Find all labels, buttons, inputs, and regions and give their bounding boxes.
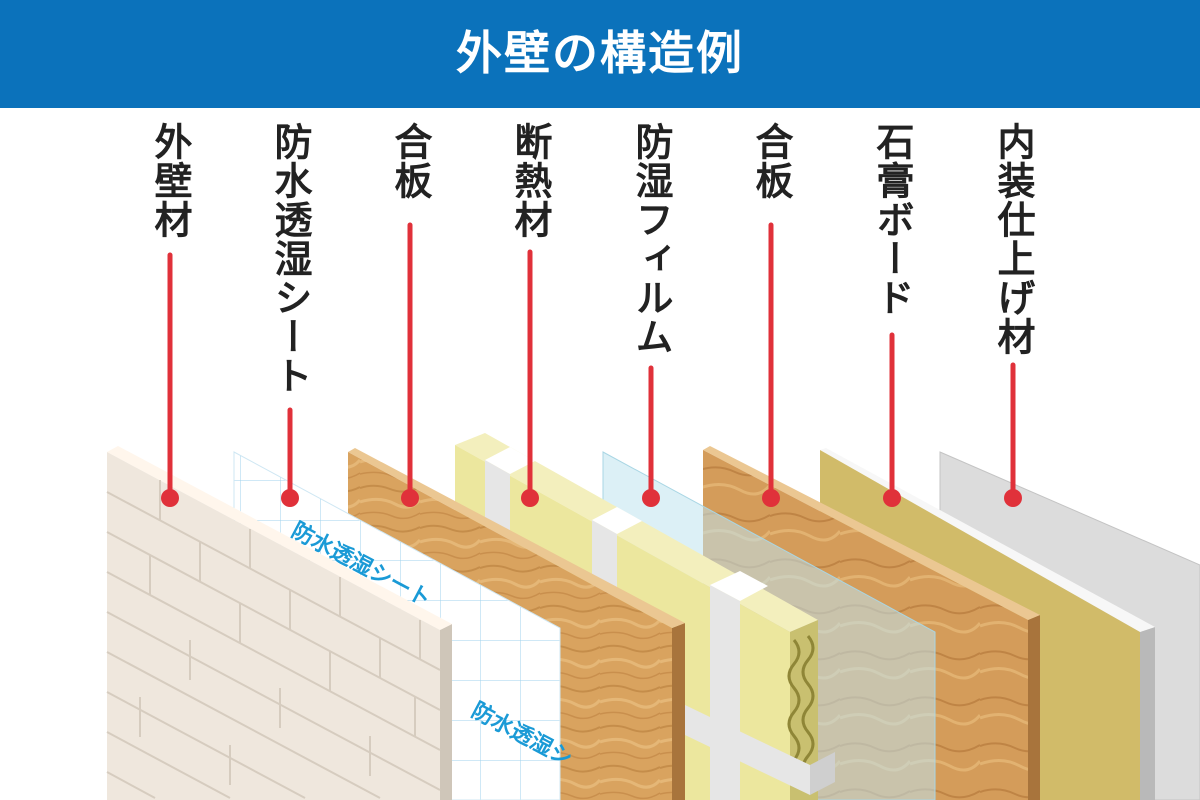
label-plywood-inner: 合板 [749,122,793,200]
title-bar: 外壁の構造例 [0,0,1200,108]
pointer-vapor-film [642,365,660,507]
pointer-exterior-wall [161,252,179,507]
label-insulation: 断熱材 [508,122,552,239]
label-waterproof-sheet: 防水透湿シート [268,122,312,395]
label-interior-finish: 内装仕上げ材 [991,122,1035,356]
label-plywood-outer: 合板 [388,122,432,200]
label-exterior-wall: 外壁材 [148,122,192,239]
label-vapor-film: 防湿フィルム [629,122,673,356]
pointer-plywood-inner [762,222,780,507]
pointer-plywood-outer [401,222,419,507]
pointer-gypsum-board [883,332,901,507]
pointer-interior-finish [1004,362,1022,507]
pointer-waterproof-sheet [281,407,299,507]
label-gypsum-board: 石膏ボード [870,122,914,317]
layer-exterior-wall [106,446,452,800]
page-title: 外壁の構造例 [456,26,744,80]
pointer-insulation [521,249,539,507]
